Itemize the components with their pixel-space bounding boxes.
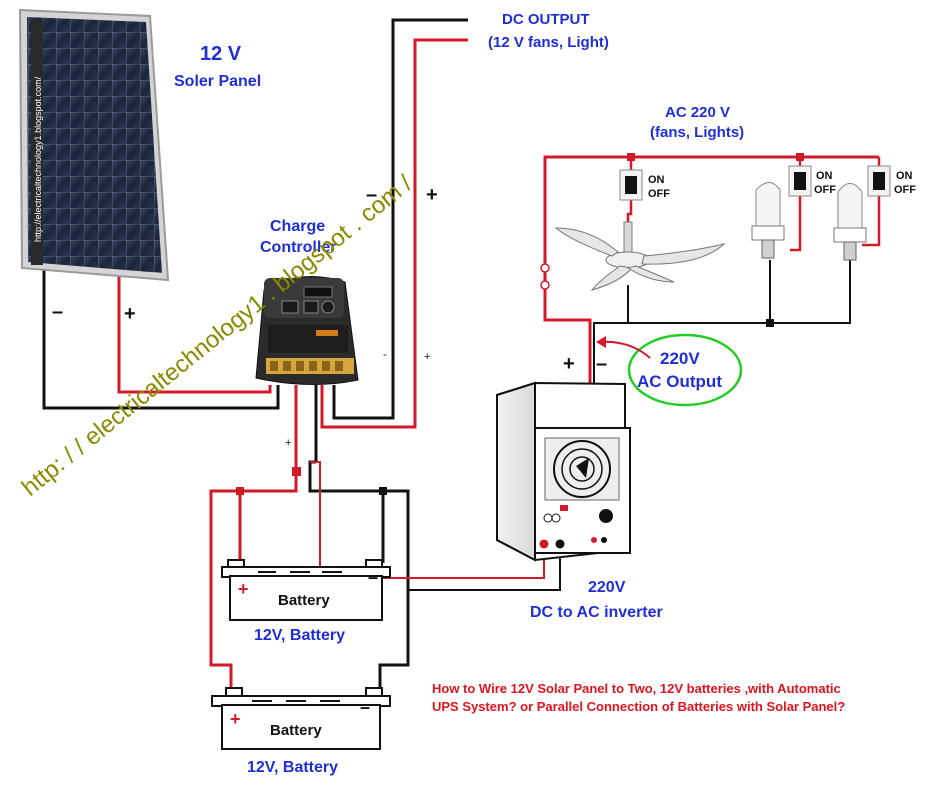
inverter-label-1: 220V bbox=[588, 579, 626, 596]
panel-plus-mark: + bbox=[124, 303, 136, 325]
battery2-minus: – bbox=[360, 697, 370, 717]
battery1-caption: 12V, Battery bbox=[254, 627, 345, 644]
wires bbox=[42, 18, 881, 688]
ac-plus-mark: + bbox=[563, 353, 575, 375]
ac-minus-mark: – bbox=[596, 353, 607, 375]
ac-output-callout bbox=[627, 333, 743, 407]
junction-dots bbox=[236, 153, 804, 495]
battery2-label: Battery bbox=[270, 722, 322, 739]
panel-voltage: 12 V bbox=[200, 43, 242, 65]
switch-bulb1-on: ON bbox=[816, 170, 833, 182]
panel-minus-mark: – bbox=[52, 301, 63, 323]
battery-2 bbox=[211, 687, 391, 750]
ctrl-batt-plus-mark: + bbox=[285, 437, 291, 449]
cfl-bulb-1-icon bbox=[751, 182, 785, 259]
switch-fan-icon bbox=[619, 169, 643, 201]
switch-bulb2-on: ON bbox=[896, 170, 913, 182]
callout-line-1: 220V bbox=[660, 349, 700, 368]
charge-controller-icon bbox=[255, 276, 359, 386]
ctrl-dc-plus-mark: + bbox=[424, 351, 430, 363]
switch-bulb1-icon bbox=[788, 165, 812, 197]
ceiling-fan-icon bbox=[554, 221, 726, 291]
switch-bulb2-off: OFF bbox=[894, 184, 916, 196]
wire-battery-positive-bus bbox=[209, 472, 298, 688]
ctrl-batt-minus-mark: - bbox=[314, 437, 318, 449]
dc-output-title: DC OUTPUT bbox=[502, 11, 590, 28]
battery2-plus: + bbox=[230, 709, 241, 729]
panel-name: Soler Panel bbox=[174, 73, 261, 90]
callout-arrowhead bbox=[596, 336, 606, 348]
caption-line-2: UPS System? or Parallel Connection of Ba… bbox=[432, 699, 845, 714]
inverter-icon bbox=[496, 381, 631, 562]
switch-fan-off: OFF bbox=[648, 188, 670, 200]
switch-bulb2-icon bbox=[867, 165, 891, 197]
text-labels: 12 V Soler Panel Charge Controller DC OU… bbox=[52, 11, 916, 776]
panel-side-url: http://electricaltechnology1.blogspot.co… bbox=[33, 76, 43, 242]
wire-panel-negative bbox=[42, 270, 280, 410]
fuse-icon bbox=[540, 263, 550, 290]
switch-fan-on: ON bbox=[648, 174, 665, 186]
wire-battery-inverter-negative bbox=[408, 545, 561, 591]
controller-terminals bbox=[266, 358, 354, 374]
battery2-caption: 12V, Battery bbox=[247, 759, 338, 776]
ac-title: AC 220 V bbox=[665, 104, 730, 121]
dc-output-subtitle: (12 V fans, Light) bbox=[488, 34, 609, 51]
controller-label-2: Controller bbox=[260, 239, 336, 256]
battery-1 bbox=[221, 559, 391, 621]
switch-bulb1-off: OFF bbox=[814, 184, 836, 196]
solar-panel-icon bbox=[18, 8, 170, 282]
controller-label-1: Charge bbox=[270, 218, 325, 235]
ac-subtitle: (fans, Lights) bbox=[650, 124, 744, 141]
wire-dc-output-negative bbox=[332, 18, 468, 420]
caption-line-1: How to Wire 12V Solar Panel to Two, 12V … bbox=[432, 681, 841, 696]
wire-panel-positive bbox=[117, 275, 272, 394]
wire-dc-output-positive bbox=[320, 38, 468, 429]
callout-line-2: AC Output bbox=[637, 372, 722, 391]
cfl-bulb-2-icon bbox=[833, 183, 867, 261]
ctrl-dc-minus-mark: - bbox=[383, 349, 387, 361]
dc-output-plus-mark: + bbox=[426, 184, 438, 206]
dc-output-minus-mark: – bbox=[366, 184, 377, 206]
battery1-label: Battery bbox=[278, 592, 330, 609]
battery1-plus: + bbox=[238, 579, 249, 599]
battery1-minus: – bbox=[368, 567, 378, 587]
inverter-label-2: DC to AC inverter bbox=[530, 604, 663, 621]
